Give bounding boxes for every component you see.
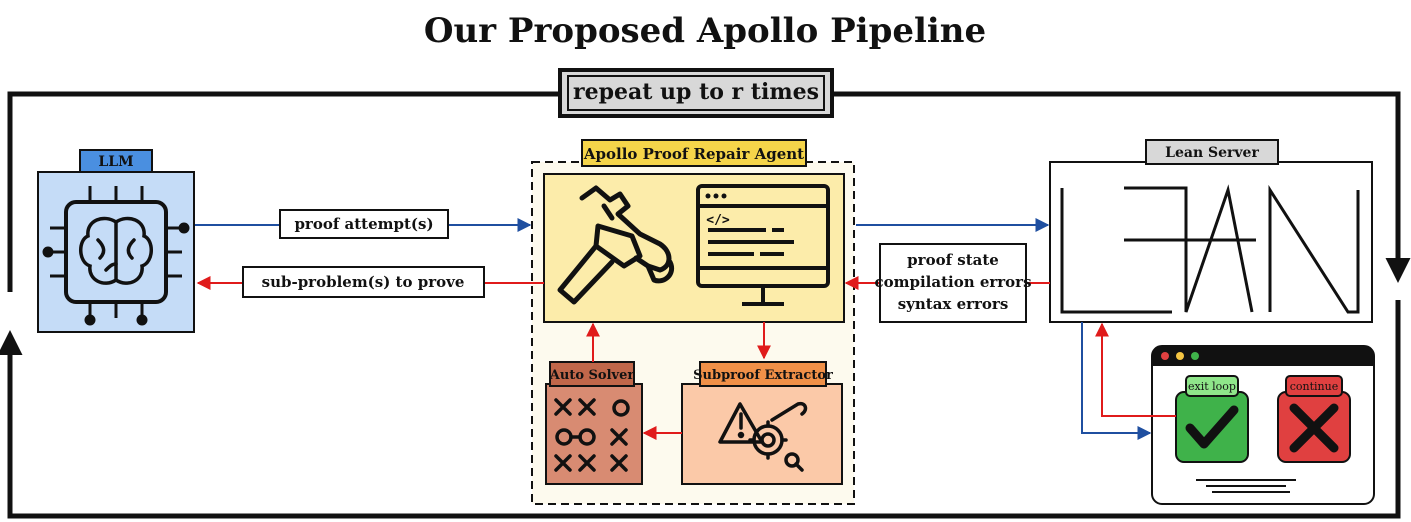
subproof-label: Subproof Extractor	[693, 368, 833, 383]
svg-text:sub-problem(s) to prove: sub-problem(s) to prove	[262, 273, 465, 291]
lean-node: Lean Server	[1049, 139, 1373, 323]
edge-label-proof-attempts: proof attempt(s)	[279, 209, 449, 239]
exit-loop-label: exit loop	[1188, 380, 1236, 393]
edge-label-feedback: proof state compilation errors syntax er…	[874, 243, 1032, 323]
subproof-extractor-node: Subproof Extractor	[681, 361, 843, 485]
llm-label: LLM	[98, 154, 133, 170]
lean-label: Lean Server	[1165, 145, 1259, 161]
decision-window: exit loop continue	[1151, 345, 1375, 505]
loop-label-box: repeat up to r times	[558, 68, 834, 118]
wrench-hand-icon	[557, 185, 674, 305]
check-icon	[1185, 405, 1239, 449]
arrows	[195, 218, 1176, 440]
llm-node: LLM	[37, 149, 195, 333]
svg-text:syntax errors: syntax errors	[898, 295, 1009, 313]
outer-loop	[0, 91, 1411, 519]
x-icon	[1289, 403, 1339, 453]
diagram-title: Our Proposed Apollo Pipeline	[424, 11, 986, 51]
loop-label: repeat up to r times	[573, 79, 819, 105]
lean-logo-icon	[1060, 184, 1360, 314]
svg-text:proof state: proof state	[907, 251, 999, 269]
auto-solver-label: Auto Solver	[549, 368, 635, 383]
svg-text:proof attempt(s): proof attempt(s)	[294, 215, 433, 233]
computer-code-icon	[696, 184, 830, 306]
brain-icon	[79, 216, 153, 285]
agent-label: Apollo Proof Repair Agent	[583, 145, 804, 163]
auto-solver-node: Auto Solver	[545, 361, 643, 485]
agent-panel	[543, 173, 845, 323]
warning-gear-icon	[718, 401, 808, 472]
continue-label: continue	[1290, 380, 1339, 393]
tic-tac-toe-icon	[554, 398, 630, 472]
agent-container: Apollo Proof Repair Agent </>	[531, 139, 855, 505]
svg-text:</>: </>	[706, 213, 730, 228]
edge-label-sub-problems: sub-problem(s) to prove	[242, 266, 485, 298]
svg-text:compilation errors: compilation errors	[874, 273, 1031, 291]
